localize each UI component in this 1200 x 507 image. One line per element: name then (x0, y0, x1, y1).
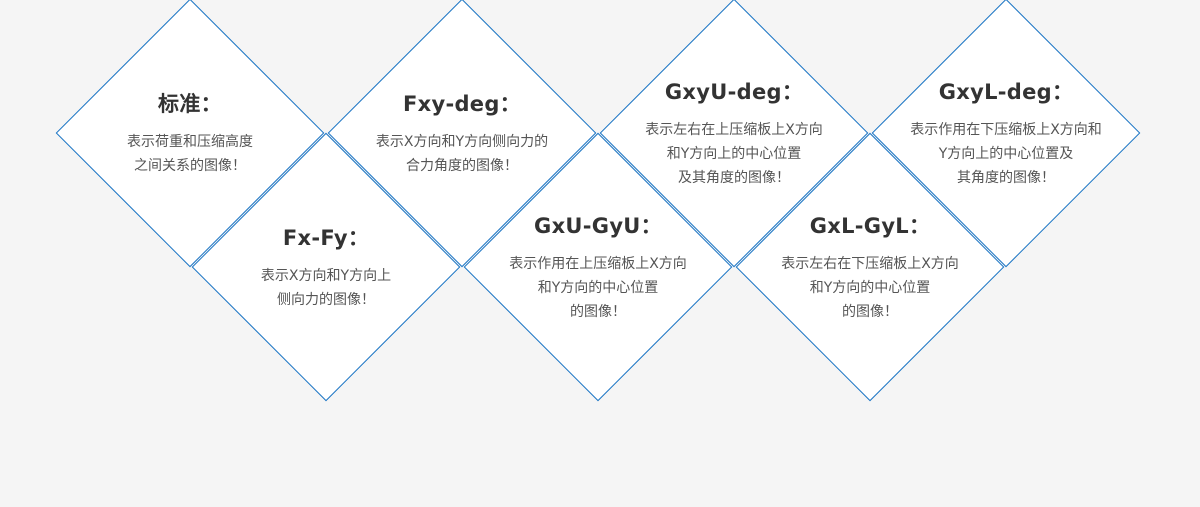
tile-desc-line: 的图像！ (570, 304, 626, 320)
tile-gxl-gyl-content: GxL-GyL： 表示左右在下压缩板上X方向 和Y方向的中心位置 的图像！ (750, 147, 990, 387)
tile-description: 表示作用在上压缩板上X方向 和Y方向的中心位置 的图像！ (509, 252, 687, 324)
tile-desc-line: 表示作用在下压缩板上X方向和 (910, 122, 1102, 138)
tile-gxu-gyu-content: GxU-GyU： 表示作用在上压缩板上X方向 和Y方向的中心位置 的图像！ (478, 147, 718, 387)
tile-desc-line: 的图像！ (842, 304, 898, 320)
tile-desc-line: 表示X方向和Y方向上 (260, 268, 392, 284)
tile-description: 表示左右在下压缩板上X方向 和Y方向的中心位置 的图像！ (781, 252, 959, 324)
tile-title: GxyU-deg： (664, 80, 804, 104)
tile-title: Fx-Fy： (282, 226, 370, 250)
tile-title: 标准： (158, 92, 222, 116)
tile-desc-line: 和Y方向的中心位置 (809, 280, 931, 296)
tile-title: Fxy-deg： (402, 92, 521, 116)
tile-gxu-gyu: GxU-GyU： 表示作用在上压缩板上X方向 和Y方向的中心位置 的图像！ (463, 132, 733, 402)
tile-title: GxL-GyL： (809, 214, 931, 238)
tile-description: 表示X方向和Y方向上 侧向力的图像！ (261, 264, 391, 312)
tile-desc-line: 侧向力的图像！ (277, 292, 375, 308)
diamond-grid: 标准： 表示荷重和压缩高度 之间关系的图像！ Fxy-deg： 表示X方向和Y方… (55, 0, 1141, 402)
tile-fx-fy: Fx-Fy： 表示X方向和Y方向上 侧向力的图像！ (191, 132, 461, 402)
tile-title: GxyL-deg： (938, 80, 1074, 104)
tile-desc-line: 表示左右在下压缩板上X方向 (781, 256, 959, 272)
tile-desc-line: 表示左右在上压缩板上X方向 (645, 122, 823, 138)
tile-desc-line: 表示作用在上压缩板上X方向 (509, 256, 687, 272)
tile-gxl-gyl: GxL-GyL： 表示左右在下压缩板上X方向 和Y方向的中心位置 的图像！ (735, 132, 1005, 402)
tile-title: GxU-GyU： (534, 214, 662, 238)
tile-desc-line: 和Y方向的中心位置 (537, 280, 659, 296)
tile-fx-fy-content: Fx-Fy： 表示X方向和Y方向上 侧向力的图像！ (206, 147, 446, 387)
